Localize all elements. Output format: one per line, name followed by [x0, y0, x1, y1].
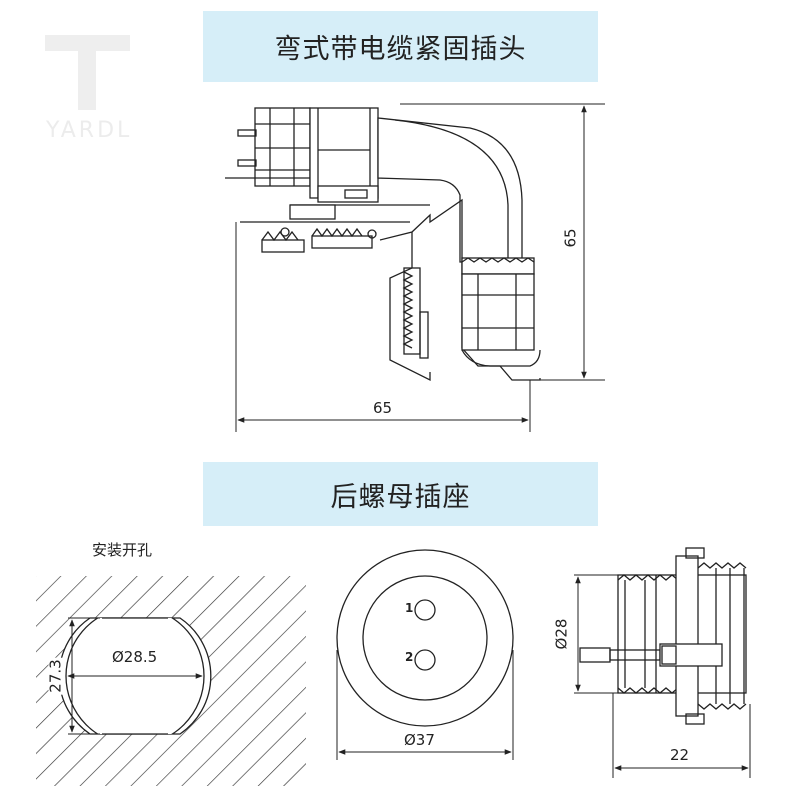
- watermark-logo-mark: [45, 35, 130, 110]
- pin-2-label: 2: [405, 650, 414, 664]
- socket-length-dim: 22: [670, 746, 690, 764]
- elbow-plug-drawing: [225, 103, 605, 432]
- elbow-plug-title: 弯式带电缆紧固插头: [203, 11, 598, 82]
- elbow-plug-height-dim: 65: [561, 228, 580, 248]
- socket-front-view: [336, 549, 514, 760]
- face-diameter-dim: Ø37: [404, 731, 435, 749]
- watermark-text: YARDL: [46, 118, 133, 143]
- hole-diameter-dim: Ø28.5: [110, 648, 160, 666]
- thread-diameter-dim: Ø28: [552, 618, 571, 650]
- elbow-plug-width-dim: 65: [373, 399, 393, 417]
- mounting-hole-label: 安装开孔: [92, 541, 153, 559]
- hole-flat-width-dim: 27.3: [46, 657, 65, 695]
- pin-1-label: 1: [405, 601, 414, 615]
- socket-side-view: [574, 547, 751, 778]
- mounting-hole-drawing: [36, 576, 306, 786]
- watermark-logo: YARDL: [40, 30, 135, 145]
- rear-nut-socket-title: 后螺母插座: [203, 462, 598, 526]
